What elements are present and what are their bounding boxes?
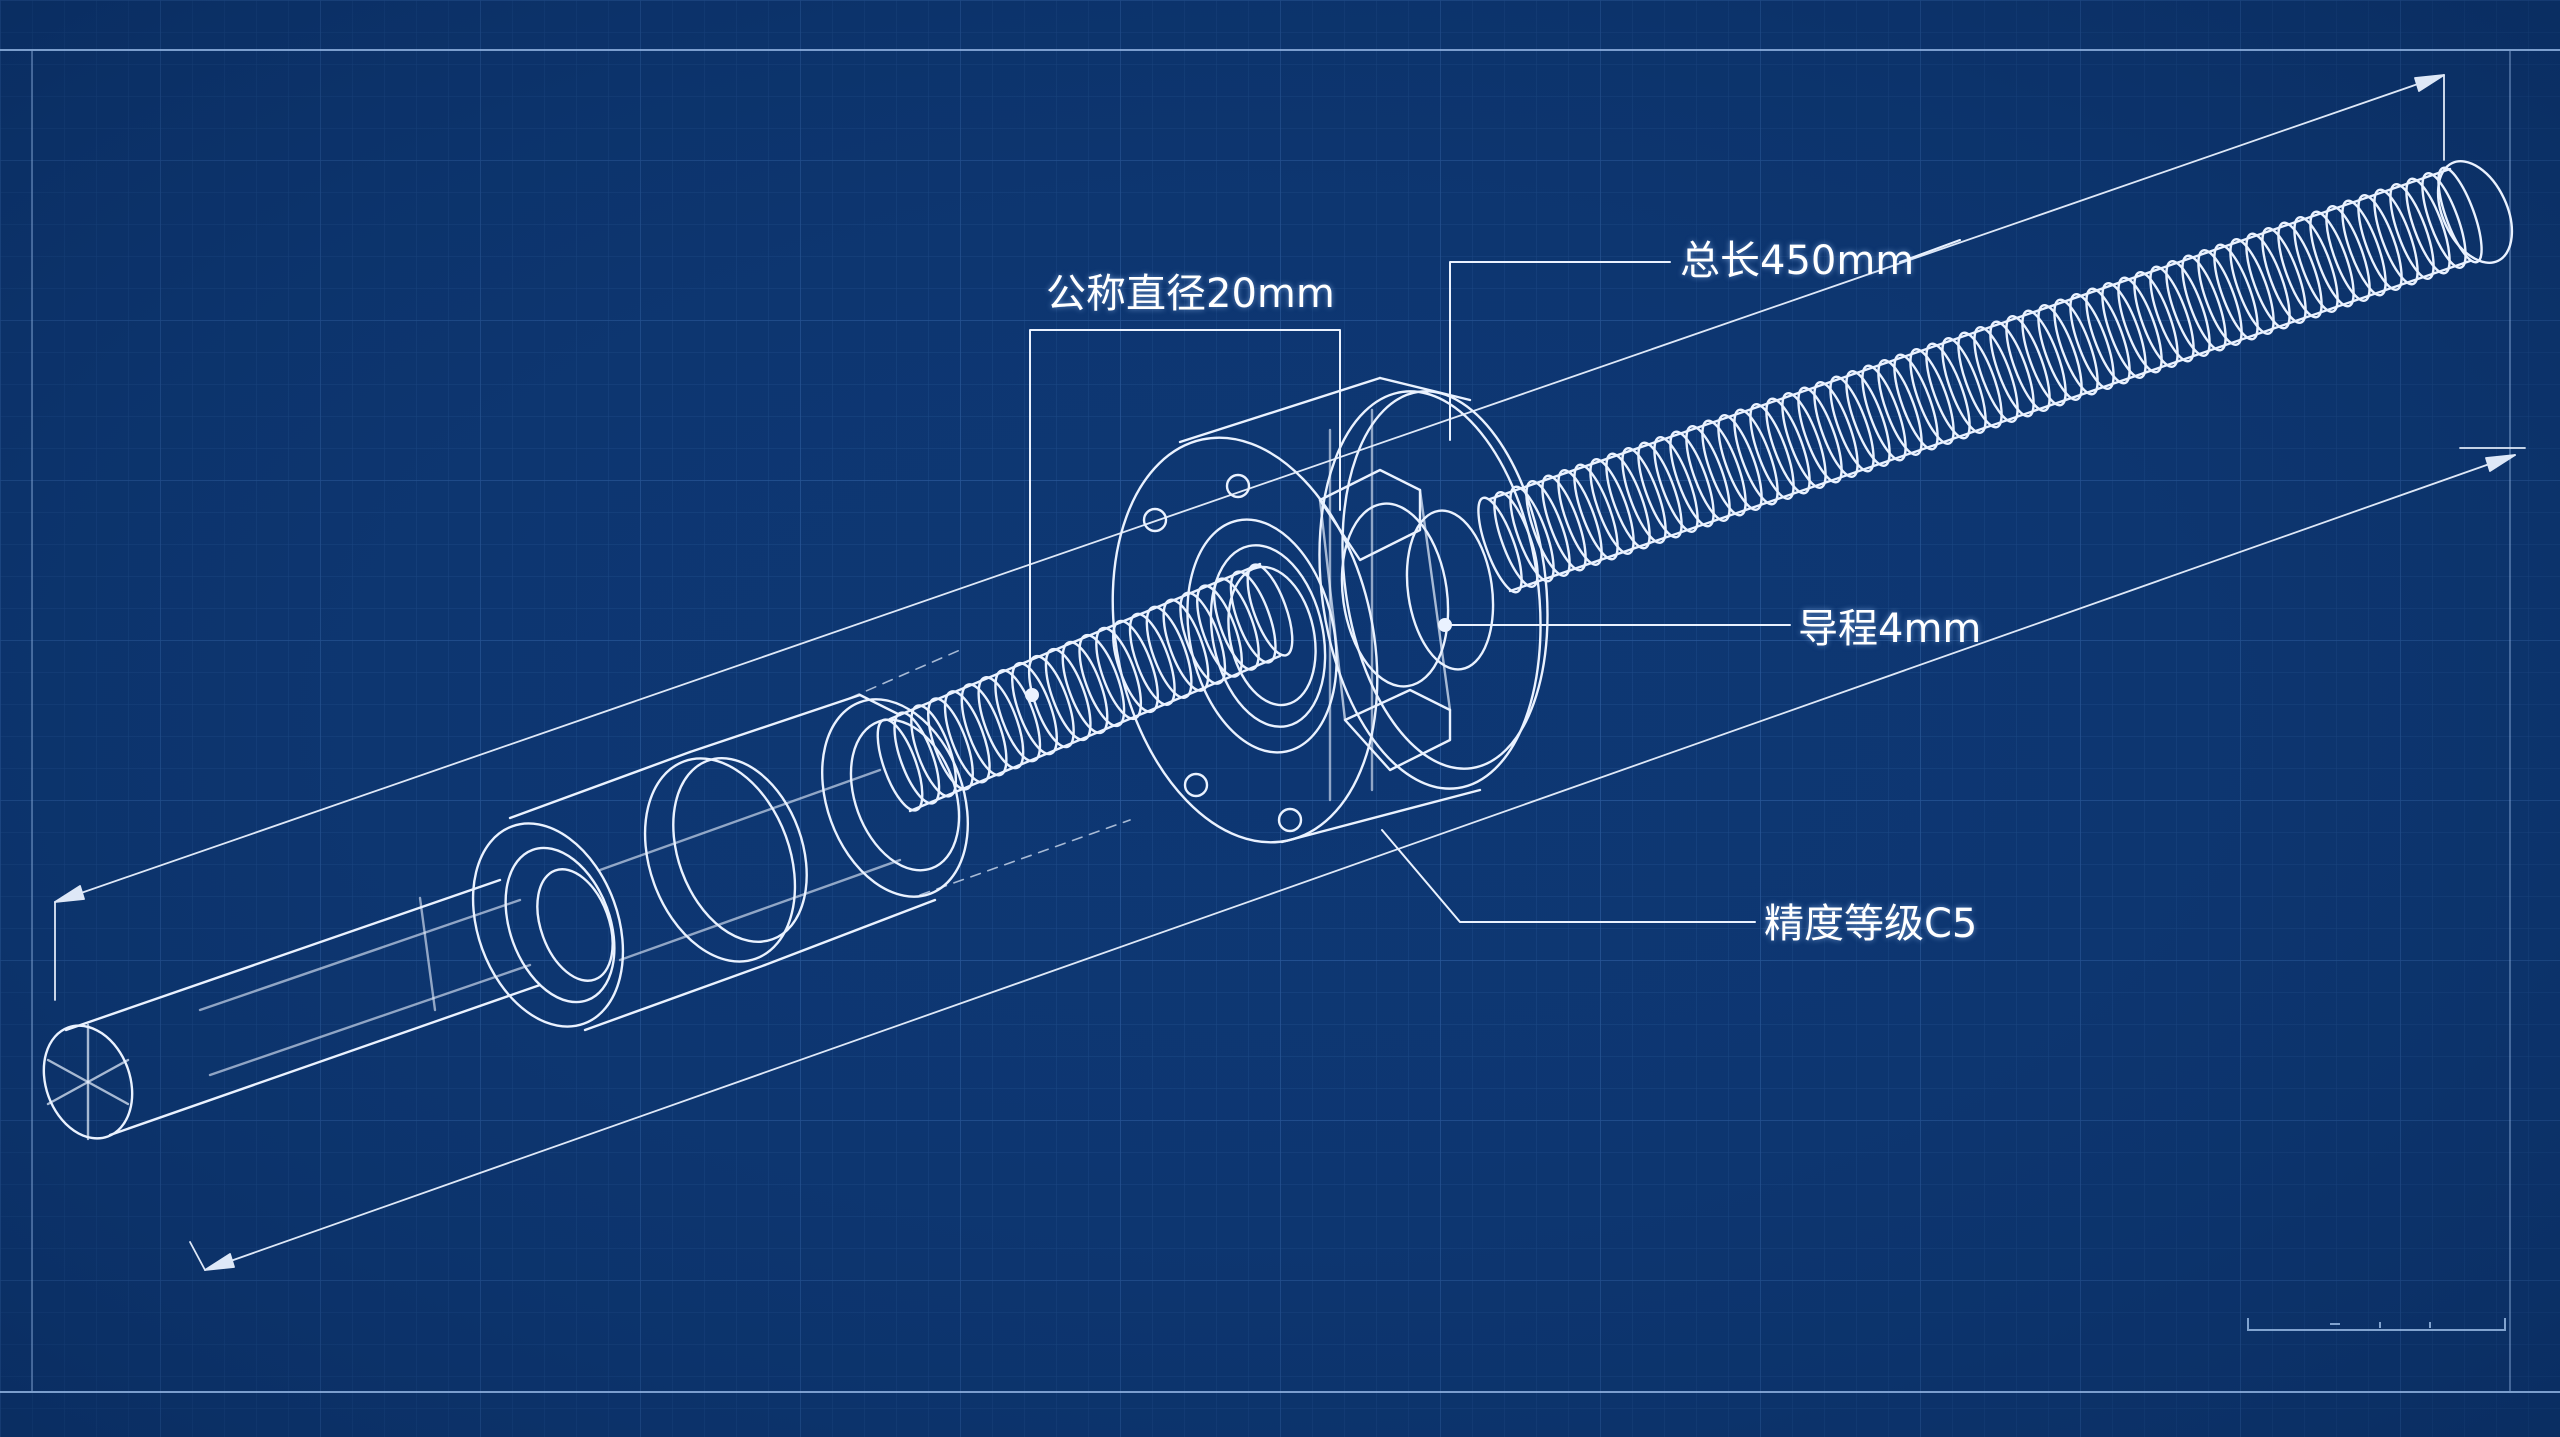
thread-ring (2277, 221, 2323, 319)
thread-ring (1717, 414, 1763, 511)
thread-ring (2405, 177, 2451, 275)
thread-ring (2101, 282, 2147, 379)
thread-ring (927, 697, 974, 791)
thread-ring (1845, 370, 1891, 467)
thread-ring (1027, 654, 1075, 749)
shaft-outline (908, 654, 1282, 813)
ball-nut (1111, 376, 1549, 844)
thread-ring (2181, 254, 2227, 352)
thread-ring (1925, 342, 1971, 440)
thread-ring (2021, 309, 2067, 407)
thread-ring (2005, 315, 2051, 412)
thread-ring (1229, 570, 1277, 664)
thread-ring (2053, 298, 2099, 396)
thread-ring (2373, 188, 2419, 286)
thread-ring (1621, 447, 1667, 544)
thread-ring (1061, 640, 1109, 735)
shaft-end (42, 878, 542, 1141)
thread-ring (1941, 337, 1987, 434)
thread-ring (2261, 227, 2307, 324)
thread-ring (910, 704, 958, 798)
screw-shaft (876, 166, 2483, 813)
thread-ring (1525, 480, 1571, 577)
frame (0, 49, 2560, 1393)
thread-ring (2197, 249, 2243, 346)
thread-ring (2309, 210, 2355, 308)
thread-ring (1877, 359, 1923, 456)
thread-ring (1957, 331, 2003, 429)
thread-ring (1669, 430, 1715, 528)
bearing-support (471, 693, 970, 1032)
lead-label: 导程4mm (1798, 606, 1982, 652)
thread-ring (1765, 397, 1811, 495)
thread-ring (2325, 205, 2371, 302)
thread-ring (1893, 353, 1939, 451)
thread-ring (943, 690, 991, 784)
thread-ring (1701, 419, 1747, 517)
thread-ring (1128, 612, 1176, 706)
accuracy-label: 精度等级C5 (1764, 901, 1978, 947)
thread-ring (1749, 403, 1795, 500)
thread-ring (1145, 605, 1193, 699)
thread-ring (977, 676, 1025, 770)
shaft-outline (888, 562, 1262, 721)
thread-ring (2133, 271, 2179, 368)
thread-ring (1781, 392, 1827, 489)
thread-ring (2149, 265, 2195, 363)
thread-ring (1973, 326, 2019, 423)
thread-ring (1541, 474, 1587, 572)
thread-ring (2245, 232, 2291, 330)
thread-ring (960, 683, 1008, 777)
thread-ring (1733, 408, 1779, 506)
leader-lines (1025, 239, 1961, 923)
thread-ring (1589, 458, 1635, 555)
thread-ring (1162, 598, 1210, 692)
thread-ring (1605, 452, 1651, 550)
thread-ring (1685, 425, 1731, 522)
thread-ring (2213, 243, 2259, 341)
shaft-outline (1488, 167, 2452, 501)
thread-ring (2037, 304, 2083, 401)
thread-ring (1011, 661, 1058, 756)
thread-ring (1212, 577, 1260, 671)
thread-ring (1797, 386, 1843, 484)
thread-ring (2421, 172, 2467, 269)
title-block (2247, 1318, 2506, 1331)
thread-ring (1557, 469, 1603, 566)
thread-ring (1989, 320, 2035, 418)
thread-ring (1179, 591, 1227, 685)
thread-ring (1196, 584, 1243, 678)
thread-ring (2069, 293, 2115, 390)
thread-ring (2389, 183, 2435, 280)
thread-ring (2357, 194, 2403, 291)
thread-ring (2085, 287, 2131, 385)
thread-ring (994, 669, 1042, 763)
thread-ring (1637, 441, 1683, 539)
thread-ring (2229, 238, 2275, 335)
thread-ring (1477, 496, 1523, 594)
thread-ring (2117, 276, 2163, 374)
thread-ring (893, 711, 941, 805)
length-label: 总长450mm (1680, 238, 1915, 284)
diameter-label: 公称直径20mm (1046, 271, 1335, 317)
thread-ring (1078, 633, 1126, 728)
thread-ring (2165, 260, 2211, 357)
thread-ring (1509, 485, 1555, 583)
thread-ring (2437, 166, 2483, 264)
shaft-outline (1508, 259, 2472, 593)
thread-ring (876, 718, 924, 812)
thread-ring (2293, 216, 2339, 313)
thread-ring (1653, 436, 1699, 533)
thread-ring (1861, 364, 1907, 462)
thread-ring (2341, 199, 2387, 297)
thread-ring (1829, 375, 1875, 473)
screw-end (2436, 160, 2514, 264)
thread-ring (1573, 463, 1619, 561)
thread-ring (1246, 563, 1294, 657)
thread-ring (1909, 348, 1955, 445)
thread-ring (1813, 381, 1859, 478)
thread-ring (1044, 647, 1092, 742)
